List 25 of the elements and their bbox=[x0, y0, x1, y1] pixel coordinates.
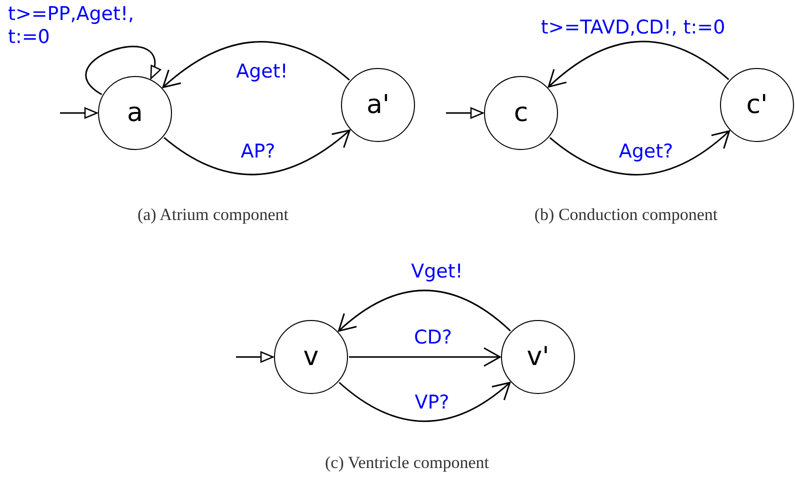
transition-arrow bbox=[349, 347, 501, 367]
edge-label: Aget? bbox=[618, 140, 674, 164]
edge-label: t>=PP,Aget!, t:=0 bbox=[8, 3, 136, 49]
subfigure-caption: (a) Atrium component bbox=[137, 205, 289, 225]
initial-arrow bbox=[446, 107, 484, 119]
initial-arrow bbox=[236, 351, 274, 363]
transition-arrow bbox=[338, 290, 511, 332]
transition-arrow bbox=[548, 40, 730, 88]
subfigure-caption: (b) Conduction component bbox=[534, 205, 718, 225]
self-loop-arrow bbox=[85, 46, 160, 96]
state-name: c bbox=[514, 98, 528, 128]
state-name: a' bbox=[366, 90, 390, 120]
state-name: v' bbox=[526, 342, 550, 372]
transition-arrow bbox=[162, 41, 350, 88]
initial-arrow bbox=[60, 107, 98, 119]
state-name: a bbox=[127, 98, 143, 128]
state-circle bbox=[98, 76, 172, 150]
state-name: v bbox=[303, 342, 319, 372]
edge-label: Aget! bbox=[236, 60, 288, 84]
transition-arrow bbox=[549, 130, 730, 176]
transition-arrow bbox=[338, 382, 511, 422]
state-name: c' bbox=[746, 90, 768, 120]
edge-label: Vget! bbox=[411, 260, 463, 284]
transition-arrow bbox=[164, 130, 350, 176]
subfigure-caption: (c) Ventricle component bbox=[325, 453, 489, 473]
